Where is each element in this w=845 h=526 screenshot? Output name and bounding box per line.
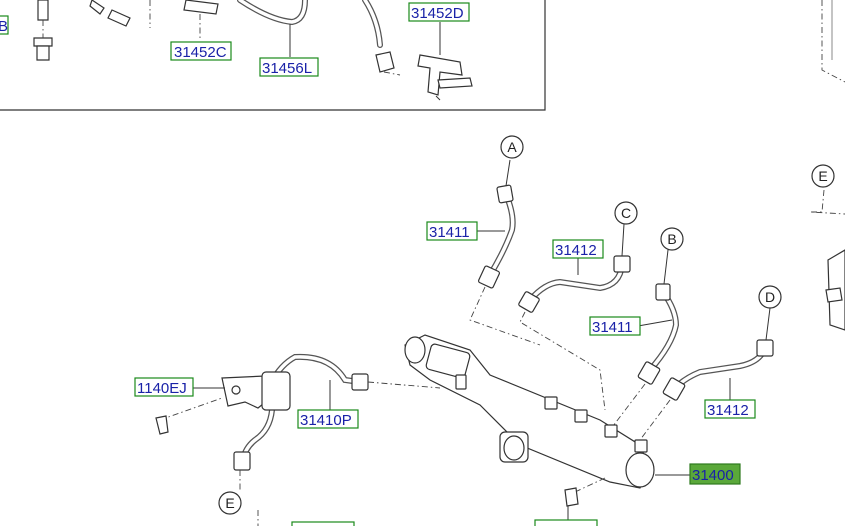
part-label-31400-text: 31400 bbox=[692, 467, 734, 484]
part-label-1140ej-text: 1140EJ bbox=[137, 380, 187, 397]
part-label-bottom-right-partial[interactable] bbox=[534, 519, 598, 526]
part-label-31412-upper-text: 31412 bbox=[555, 242, 597, 259]
callout-a-text: A bbox=[507, 139, 517, 155]
part-label-31412-lower-text: 31412 bbox=[707, 402, 749, 419]
part-label-31452c-text: 31452C bbox=[174, 44, 227, 61]
part-label-31456l-text: 31456L bbox=[262, 60, 312, 77]
callout-e-bottom-text: E bbox=[225, 495, 234, 511]
part-label-31410p[interactable]: 31410P bbox=[297, 409, 359, 429]
part-label-31411-lower-text: 31411 bbox=[592, 319, 633, 336]
part-label-31411-lower[interactable]: 31411 bbox=[589, 316, 641, 336]
part-label-31452c[interactable]: 31452C bbox=[170, 41, 232, 61]
part-label-1140ej[interactable]: 1140EJ bbox=[134, 377, 194, 397]
part-label-31412-upper[interactable]: 31412 bbox=[552, 239, 604, 259]
leader-lines bbox=[190, 95, 731, 410]
part-label-31411-upper[interactable]: 31411 bbox=[426, 221, 478, 241]
part-label-bottom-left-partial[interactable] bbox=[291, 521, 355, 526]
callout-b[interactable]: B bbox=[660, 227, 684, 251]
fuel-rail bbox=[404, 334, 690, 526]
fuel-pipes bbox=[233, 159, 774, 526]
callout-c[interactable]: C bbox=[614, 201, 638, 225]
callout-d[interactable]: D bbox=[758, 285, 782, 309]
part-label-31400[interactable]: 31400 bbox=[689, 463, 741, 485]
callout-d-text: D bbox=[765, 289, 775, 305]
callout-e-right[interactable]: E bbox=[811, 164, 835, 188]
part-label-edge-b-text: B bbox=[0, 18, 8, 35]
part-label-edge-b[interactable]: B bbox=[0, 15, 9, 35]
part-label-31411-upper-text: 31411 bbox=[429, 224, 470, 241]
part-label-31452d-text: 31452D bbox=[411, 5, 464, 22]
right-edge-fragment bbox=[809, 0, 845, 331]
part-label-31412-lower[interactable]: 31412 bbox=[704, 399, 756, 419]
part-label-31456l[interactable]: 31456L bbox=[259, 57, 319, 77]
part-label-31452d[interactable]: 31452D bbox=[408, 2, 470, 22]
callout-c-text: C bbox=[621, 205, 631, 221]
pipe-bracket bbox=[155, 371, 291, 435]
callout-b-text: B bbox=[667, 231, 676, 247]
inset-detail bbox=[0, 0, 546, 111]
callout-e-right-text: E bbox=[818, 168, 827, 184]
callout-e-bottom[interactable]: E bbox=[218, 491, 242, 515]
part-label-31410p-text: 31410P bbox=[300, 412, 352, 429]
callout-a[interactable]: A bbox=[500, 135, 524, 159]
